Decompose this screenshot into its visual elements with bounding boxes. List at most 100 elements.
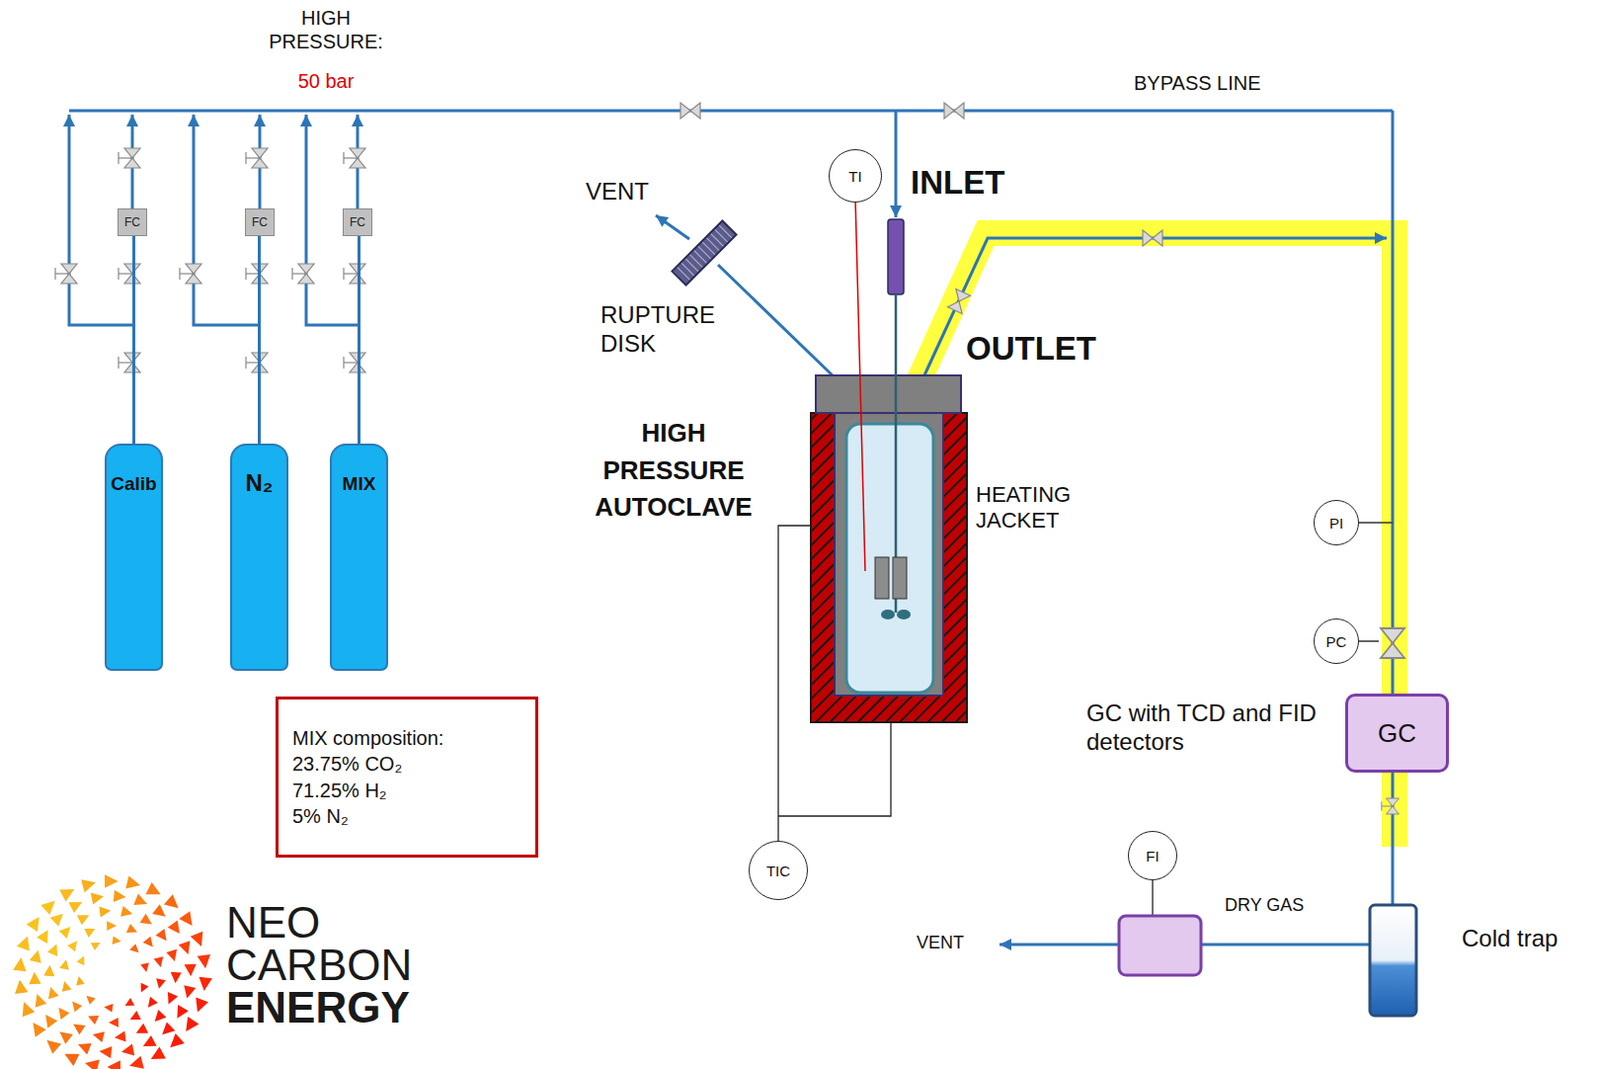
logo-triangle <box>148 1046 166 1065</box>
logo-triangle <box>183 963 197 977</box>
valve-handle <box>117 356 119 369</box>
logo-triangle <box>75 974 85 985</box>
pipe-connector <box>132 236 136 444</box>
text-label: Cold trap <box>1461 924 1591 954</box>
logo-triangle <box>98 904 111 917</box>
valve-body <box>948 289 971 315</box>
logo-triangle <box>156 928 172 945</box>
logo-triangle <box>70 1019 85 1035</box>
logo-triangle <box>125 875 142 891</box>
logo-triangle <box>140 1035 158 1052</box>
logo-triangle <box>122 997 135 1010</box>
node-label: MIX <box>342 473 377 495</box>
logo-triangle <box>59 958 72 970</box>
logo-triangle <box>133 1023 149 1039</box>
logo-triangle <box>31 991 48 1008</box>
logo-triangle <box>190 931 209 950</box>
logo-triangle <box>12 978 28 994</box>
flow-controller: FC <box>342 208 373 237</box>
valve-symbol <box>343 263 366 284</box>
logo-triangle <box>36 926 54 944</box>
text-label: HEATING JACKET <box>975 481 1100 535</box>
logo-triangle <box>103 1002 114 1013</box>
logo-triangle <box>76 1038 92 1054</box>
valve-symbol <box>1381 798 1400 814</box>
logo-triangle <box>40 895 60 915</box>
logo-triangle <box>42 1035 62 1054</box>
logo-triangle <box>120 1042 135 1057</box>
logo-triangle <box>113 889 127 903</box>
logo-triangle <box>127 1010 141 1024</box>
instrument-circle: TIC <box>748 840 808 900</box>
logo-triangle <box>82 1055 99 1069</box>
pipe-connector <box>257 236 261 444</box>
text-label: VENT <box>585 177 665 207</box>
logo-triangle <box>91 1029 105 1042</box>
valve-symbol <box>343 148 366 168</box>
text-label: HIGH PRESSURE AUTOCLAVE <box>574 414 773 527</box>
logo-triangle <box>180 1016 200 1036</box>
logo-triangle <box>106 1059 121 1069</box>
logo-triangle <box>59 922 76 939</box>
valve-symbol <box>1380 628 1405 658</box>
valve-symbol <box>118 148 141 168</box>
drawing-part <box>69 110 1393 945</box>
pi-tap <box>1359 521 1393 524</box>
flow-controller: FC <box>244 208 275 237</box>
valve-stem <box>245 361 260 363</box>
logo-triangle <box>16 933 34 951</box>
gas-cylinder: Calib <box>104 443 163 671</box>
instrument-circle: PI <box>1313 499 1360 546</box>
instrument-circle: PC <box>1313 618 1360 664</box>
logo-triangle <box>146 881 164 900</box>
logo-triangle <box>126 923 140 937</box>
impeller <box>896 609 911 620</box>
logo-triangle <box>83 924 97 938</box>
logo-triangle <box>47 941 63 957</box>
logo-triangle <box>77 909 92 925</box>
logo-triangle <box>56 1026 74 1043</box>
valve-body <box>1142 230 1163 246</box>
logo-triangle <box>45 984 60 999</box>
impeller-blade <box>875 557 889 599</box>
reactor-vessel <box>846 423 934 693</box>
valve-handle <box>244 152 246 164</box>
valve-symbol <box>944 102 964 119</box>
logo-triangle <box>85 1011 99 1025</box>
logo-triangle <box>178 910 198 930</box>
valve-stem <box>343 157 358 159</box>
gas-chromatograph: GC <box>1345 693 1449 773</box>
logo-triangle <box>90 938 103 951</box>
vent-arrow <box>655 215 690 240</box>
logo-triangle <box>59 882 78 901</box>
logo-triangle <box>180 984 196 1000</box>
node-label: PC <box>1326 633 1348 650</box>
logo-triangle <box>40 1010 58 1028</box>
text-label: OUTLET <box>965 328 1124 369</box>
flow-meter <box>1119 915 1201 975</box>
valve-symbol <box>680 102 701 119</box>
logo-triangle <box>154 977 166 990</box>
valve-stem <box>118 361 133 363</box>
logo-triangle <box>129 943 142 956</box>
note-line: MIX composition: <box>292 724 444 751</box>
high-pressure-header <box>69 109 1393 113</box>
impeller <box>880 609 895 620</box>
text-label: 50 bar <box>271 69 381 93</box>
flow-controller: FC <box>117 208 148 237</box>
node-label: Calib <box>110 473 157 495</box>
logo-triangle <box>108 1017 119 1028</box>
logo-triangle <box>169 971 182 984</box>
logo-triangle <box>171 1004 189 1022</box>
logo-triangle <box>26 912 46 932</box>
logo-triangle <box>154 956 166 968</box>
valve-symbol <box>245 148 268 168</box>
note-line: 71.25% H₂ <box>292 777 388 803</box>
logo-triangle <box>133 893 150 910</box>
valve-stem <box>55 272 70 274</box>
node-label: PI <box>1329 514 1344 532</box>
valves <box>55 102 1405 814</box>
valve-stem <box>118 272 133 274</box>
instrument-circle: TI <box>828 149 882 203</box>
